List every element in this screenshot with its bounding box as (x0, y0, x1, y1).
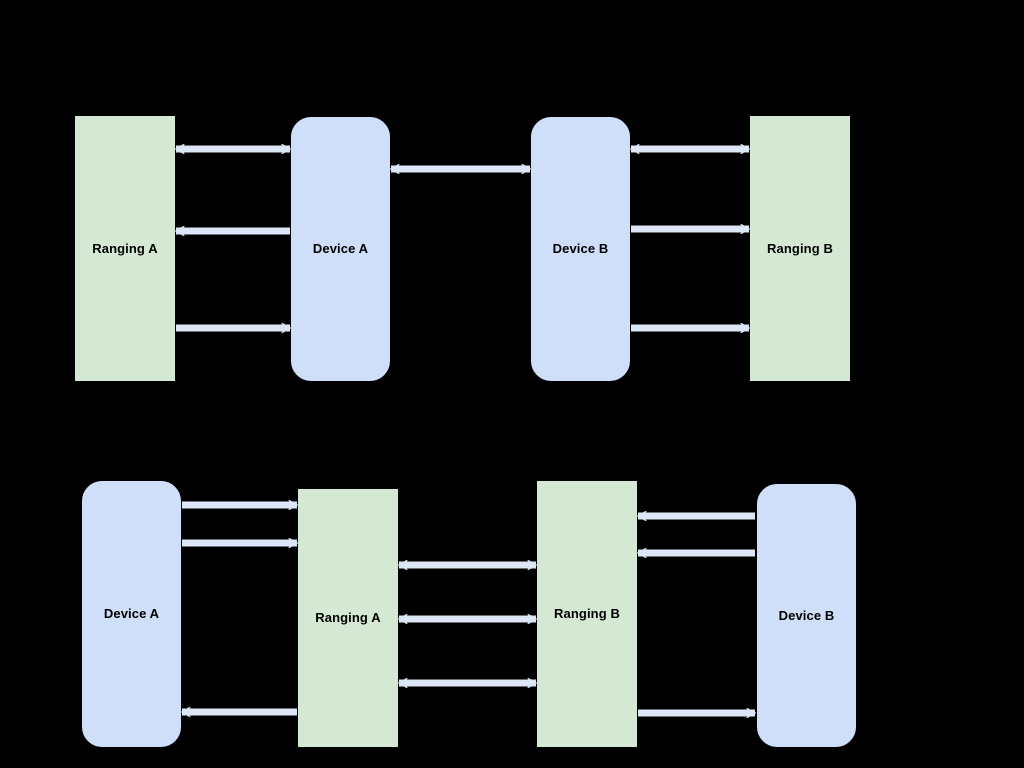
node-label: Ranging A (315, 610, 381, 626)
bottom-diagram-edges (182, 505, 755, 713)
node-bot-device-a[interactable]: Device A (82, 481, 181, 747)
node-label: Ranging B (767, 240, 833, 256)
top-diagram-edges (176, 149, 749, 328)
node-top-ranging-b[interactable]: Ranging B (750, 116, 850, 381)
node-top-device-a[interactable]: Device A (291, 117, 390, 381)
node-label: Ranging A (92, 240, 158, 256)
node-bot-ranging-a[interactable]: Ranging A (298, 489, 398, 747)
node-bot-device-b[interactable]: Device B (757, 484, 856, 747)
node-top-ranging-a[interactable]: Ranging A (75, 116, 175, 381)
node-label: Device A (103, 606, 160, 622)
node-label: Ranging B (554, 606, 620, 622)
node-bot-ranging-b[interactable]: Ranging B (537, 481, 637, 747)
node-label: Device A (312, 241, 369, 257)
node-label: Device B (778, 607, 835, 623)
node-label: Device B (552, 241, 609, 257)
node-top-device-b[interactable]: Device B (531, 117, 630, 381)
